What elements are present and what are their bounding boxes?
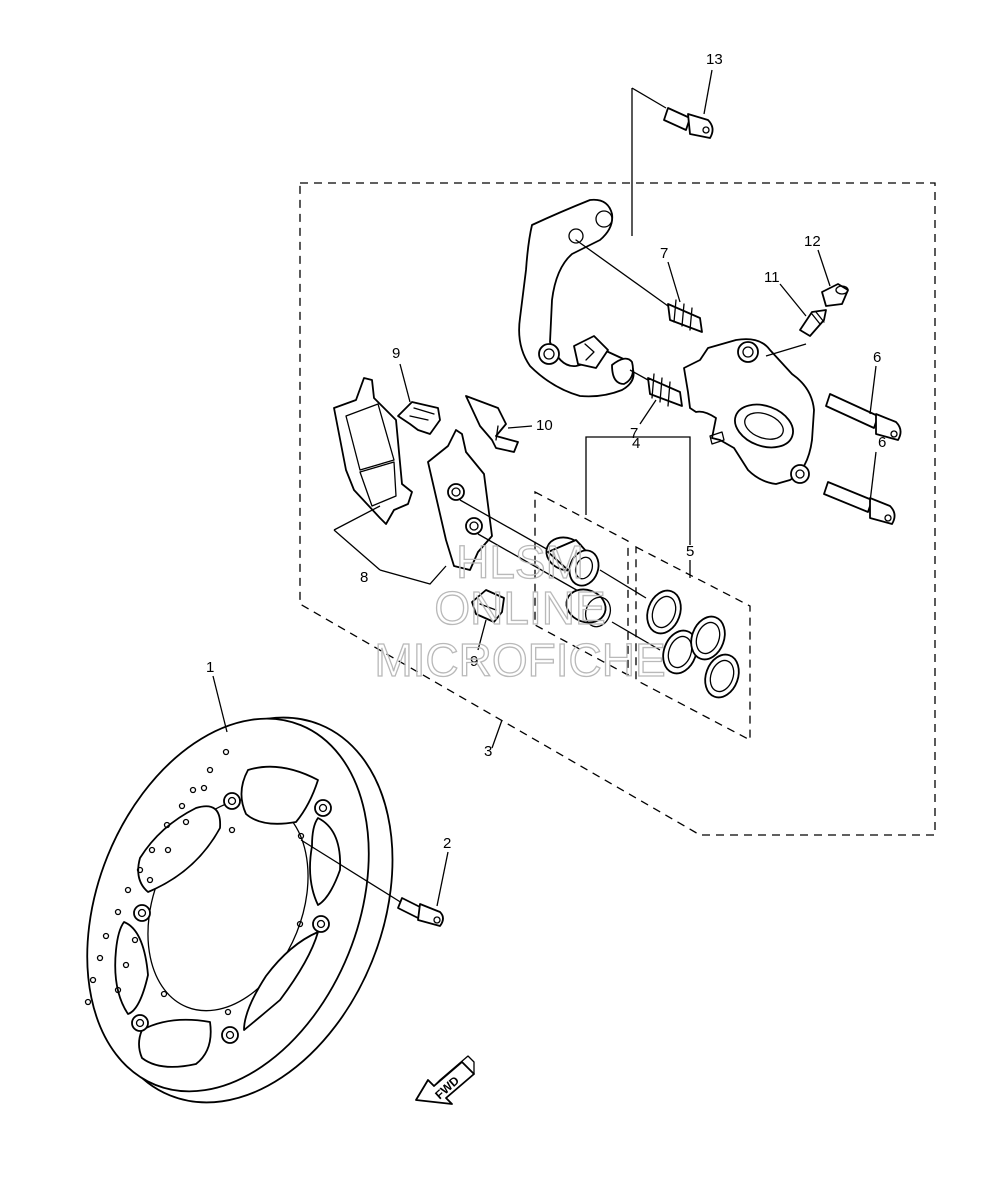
piston-upper: [545, 536, 600, 587]
callout-9-lower: 9: [470, 653, 478, 670]
caliper-assembly-boundary: [299, 182, 936, 836]
svg-text:MICROFICHE: MICROFICHE: [374, 634, 665, 686]
callout-12: 12: [804, 233, 821, 250]
fwd-arrow-icon: FWD: [415, 1055, 475, 1105]
pad-spring-upper: [397, 401, 441, 435]
piston-lower: [565, 588, 612, 628]
disc-bolt: [300, 839, 444, 927]
callout-10: 10: [536, 417, 553, 434]
brake-pad-outer: [333, 377, 413, 525]
svg-text:ONLINE: ONLINE: [434, 582, 605, 634]
callout-6-lower: 6: [878, 434, 886, 451]
callout-8: 8: [360, 569, 368, 586]
callout-1: 1: [206, 659, 214, 676]
caliper-bolt-upper: [825, 393, 902, 441]
callout-3: 3: [484, 743, 492, 760]
callout-6-upper: 6: [873, 349, 881, 366]
brake-disc: [84, 716, 394, 1104]
bleed-screw: [799, 309, 827, 337]
caliper-body: [683, 338, 815, 485]
callout-11: 11: [764, 269, 780, 286]
callout-7-upper: 7: [660, 245, 668, 262]
slide-pin-bushing-lower: [629, 369, 683, 407]
piston-kit-boundary: [534, 490, 629, 677]
watermark: HLSM ONLINE MICROFICHE: [374, 535, 667, 686]
callout-7-lower: 7: [630, 425, 638, 442]
bleed-screw-cap: [821, 283, 849, 307]
pad-spring-lower: [471, 589, 505, 623]
callout-leaders: [212, 69, 877, 907]
piston-seals: [646, 589, 740, 699]
callout-4: 4: [632, 435, 640, 452]
svg-text:HLSM: HLSM: [456, 536, 584, 588]
callout-2: 2: [443, 835, 451, 852]
caliper-bolt-lower: [823, 481, 896, 525]
callout-9-upper: 9: [392, 345, 400, 362]
bracket-bolt: [631, 87, 714, 236]
caliper-bracket: [518, 198, 669, 398]
callout-5: 5: [686, 543, 694, 560]
callout-13: 13: [706, 51, 723, 68]
pad-support-plate: [465, 395, 519, 453]
slide-pin-bushing-upper: [667, 299, 703, 333]
